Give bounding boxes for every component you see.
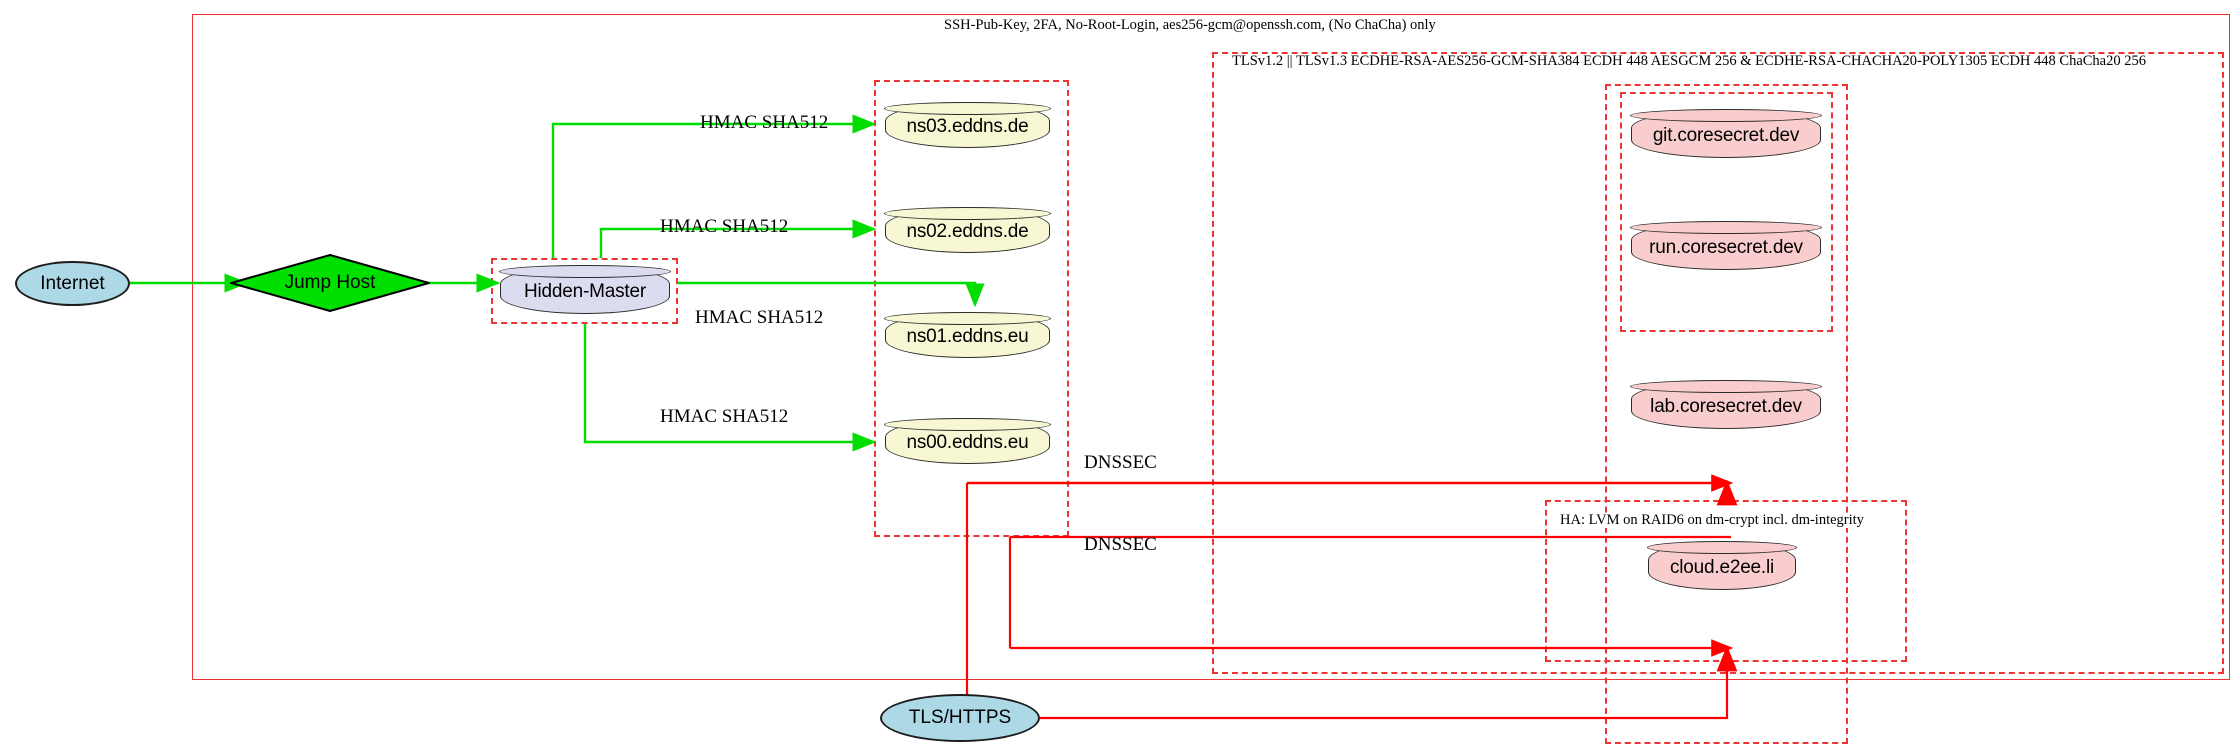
- container-ssh-policy-label: SSH-Pub-Key, 2FA, No-Root-Login, aes256-…: [940, 18, 1440, 33]
- node-hidden-master-label: Hidden-Master: [523, 280, 646, 302]
- node-ns01[interactable]: ns01.eddns.eu: [884, 312, 1051, 358]
- container-coresecret-outer: [1605, 84, 1848, 744]
- node-tls-https[interactable]: TLS/HTTPS: [880, 694, 1040, 742]
- node-jump-host-label: Jump Host: [284, 272, 376, 293]
- node-ns00[interactable]: ns00.eddns.eu: [884, 418, 1051, 464]
- node-ns02-label: ns02.eddns.de: [906, 221, 1029, 242]
- node-ns03[interactable]: ns03.eddns.de: [884, 102, 1051, 148]
- node-internet-label: Internet: [40, 272, 105, 294]
- edge-label-hmac-ns02: HMAC SHA512: [660, 216, 789, 237]
- node-run-coresecret[interactable]: run.coresecret.dev: [1630, 221, 1822, 270]
- container-dns-zone: [874, 80, 1069, 537]
- node-ns01-label: ns01.eddns.eu: [906, 326, 1029, 347]
- node-tls-https-label: TLS/HTTPS: [908, 707, 1012, 728]
- edge-label-dnssec-lower: DNSSEC: [1084, 534, 1157, 555]
- node-ns03-label: ns03.eddns.de: [906, 116, 1029, 137]
- edge-label-hmac-ns00: HMAC SHA512: [660, 406, 789, 427]
- edge-label-hmac-ns01: HMAC SHA512: [695, 307, 824, 328]
- node-cloud-e2ee-label: cloud.e2ee.li: [1669, 556, 1775, 578]
- node-internet[interactable]: Internet: [15, 261, 130, 306]
- node-ns00-label: ns00.eddns.eu: [906, 432, 1029, 453]
- node-lab-coresecret-label: lab.coresecret.dev: [1650, 395, 1802, 417]
- node-run-coresecret-label: run.coresecret.dev: [1649, 236, 1803, 258]
- node-lab-coresecret[interactable]: lab.coresecret.dev: [1630, 380, 1822, 429]
- container-ha-storage-label: HA: LVM on RAID6 on dm-crypt incl. dm-in…: [1556, 513, 1868, 528]
- node-git-coresecret-label: git.coresecret.dev: [1652, 124, 1800, 146]
- node-jump-host[interactable]: Jump Host: [230, 254, 430, 312]
- node-hidden-master[interactable]: Hidden-Master: [499, 265, 671, 314]
- node-git-coresecret[interactable]: git.coresecret.dev: [1630, 109, 1822, 158]
- container-tls-policy-label: TLSv1.2 || TLSv1.3 ECDHE-RSA-AES256-GCM-…: [1228, 54, 2150, 69]
- edge-label-hmac-ns03: HMAC SHA512: [700, 112, 829, 133]
- node-ns02[interactable]: ns02.eddns.de: [884, 207, 1051, 253]
- container-coresecret-inner: [1620, 92, 1833, 332]
- edge-label-dnssec-upper: DNSSEC: [1084, 452, 1157, 473]
- diamond-shape: [230, 254, 430, 312]
- node-cloud-e2ee[interactable]: cloud.e2ee.li: [1647, 541, 1797, 590]
